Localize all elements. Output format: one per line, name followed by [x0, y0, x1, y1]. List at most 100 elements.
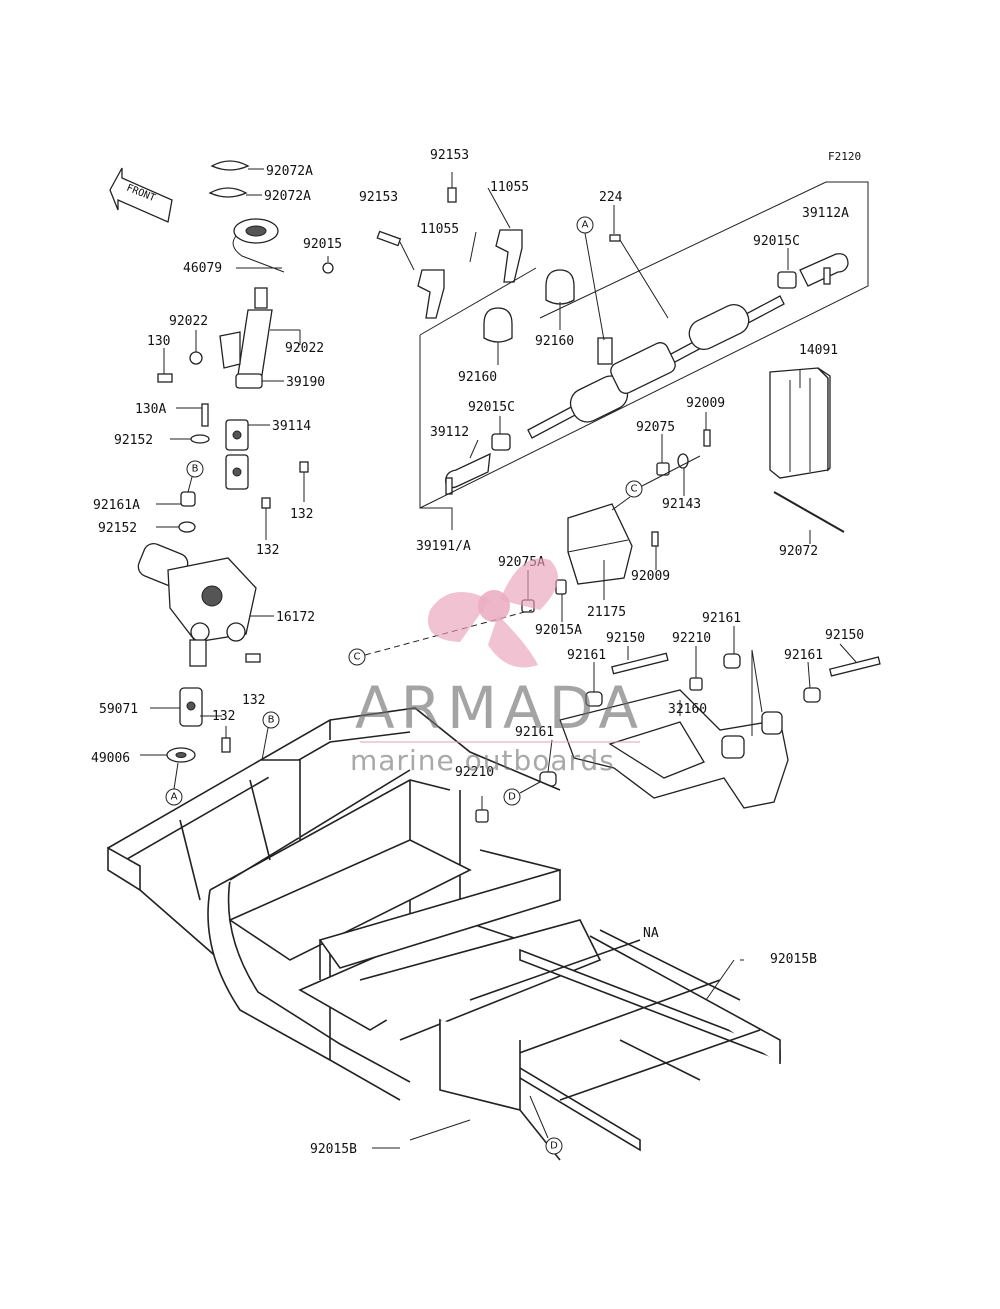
washer-icon	[178, 521, 196, 533]
part-label: 39112	[430, 425, 469, 440]
part-label: 92152	[114, 433, 153, 448]
watermark-tagline: marine outboards	[350, 744, 615, 777]
front-arrow-icon: FRONT	[109, 167, 173, 223]
part-label: 92015B	[770, 952, 817, 967]
clamp-bracket-icon	[495, 229, 523, 283]
bolt-icon	[261, 497, 271, 509]
bolt-icon	[299, 461, 309, 473]
part-label: 32160	[668, 702, 707, 717]
part-label: 11055	[490, 180, 529, 195]
part-label: 92161	[784, 648, 823, 663]
rubber-mount-icon	[545, 269, 575, 305]
part-label: 132	[242, 693, 265, 708]
part-label: 92161	[567, 648, 606, 663]
part-label: 92009	[686, 396, 725, 411]
part-label: 92015C	[468, 400, 515, 415]
part-label: 130A	[135, 402, 166, 417]
bushing-icon	[777, 271, 797, 289]
part-label: 92009	[631, 569, 670, 584]
shaft-top-icon	[254, 287, 268, 309]
svg-text:C: C	[354, 652, 361, 663]
part-label: 92153	[359, 190, 398, 205]
bolt-icon	[609, 234, 621, 242]
ball-stud-icon	[823, 267, 831, 285]
part-label: 92161	[702, 611, 741, 626]
part-label: 92210	[455, 765, 494, 780]
part-label: 92015B	[310, 1142, 357, 1157]
washer-icon	[322, 262, 334, 274]
vehicle-frame	[107, 707, 781, 1161]
part-label: 92160	[535, 334, 574, 349]
strap-icon	[773, 491, 845, 533]
part-label: 46079	[183, 261, 222, 276]
part-label: 92022	[169, 314, 208, 329]
a-arm-32160	[475, 652, 881, 823]
part-label: 39190	[286, 375, 325, 390]
bolt-icon	[828, 656, 881, 677]
part-label: 92022	[285, 341, 324, 356]
bushing-icon	[803, 687, 821, 703]
part-label: 92075	[636, 420, 675, 435]
part-label: NA	[643, 926, 659, 941]
washer-icon	[190, 434, 210, 444]
part-label: 92150	[825, 628, 864, 643]
clamp-bracket-icon	[417, 269, 445, 319]
nut-icon	[475, 809, 489, 823]
part-label: 92015	[303, 237, 342, 252]
part-label: 39114	[272, 419, 311, 434]
column-shaft-icon	[237, 309, 273, 376]
bolt-icon	[703, 429, 711, 447]
bushing-icon	[723, 653, 741, 669]
part-label: 49006	[91, 751, 130, 766]
bolt-icon	[611, 652, 669, 675]
circlip-icon	[208, 187, 248, 198]
cable-icon	[232, 235, 285, 273]
bolt-icon	[221, 737, 231, 753]
part-label: 92152	[98, 521, 137, 536]
part-label: 132	[256, 543, 279, 558]
part-label: 59071	[99, 702, 138, 717]
bolt-icon	[376, 230, 402, 247]
part-label: 92015A	[535, 623, 582, 638]
part-label: 92015C	[753, 234, 800, 249]
rubber-mount-icon	[483, 307, 513, 343]
nut-icon	[689, 677, 703, 691]
watermark-brand: ARMADA	[355, 674, 644, 742]
part-labels: 92072A 92072A 46079 92015 92022 92022 13…	[91, 148, 864, 1157]
part-label: 132	[290, 507, 313, 522]
rack-housing-icon	[610, 342, 676, 394]
ref-marker-d-bottom: D	[529, 1095, 563, 1155]
svg-text:A: A	[582, 220, 589, 231]
part-label: 16172	[276, 610, 315, 625]
ref-marker-d-top: D	[503, 781, 541, 806]
part-label: 92150	[606, 631, 645, 646]
circlip-icon	[210, 160, 250, 171]
part-label: 92072A	[266, 164, 313, 179]
part-label: 92160	[458, 370, 497, 385]
figure-code: F2120	[828, 150, 861, 163]
svg-text:D: D	[550, 1141, 558, 1152]
rack-boot-icon	[688, 303, 750, 351]
bushing-icon	[491, 433, 511, 451]
svg-text:C: C	[631, 484, 638, 495]
ref-marker-a-bottom: A	[165, 762, 183, 806]
part-label: 130	[147, 334, 170, 349]
ref-marker-a-top: A	[576, 216, 605, 341]
steering-column-assembly	[137, 160, 334, 763]
washer-icon	[677, 453, 689, 469]
steering-rack-assembly	[376, 181, 869, 530]
bolt-icon	[651, 531, 659, 547]
cover-14091	[769, 367, 831, 479]
part-label: 92161	[515, 725, 554, 740]
part-label: 224	[599, 190, 623, 205]
part-label: 92072	[779, 544, 818, 559]
part-label: 39191/A	[416, 539, 471, 554]
bushing-icon	[180, 491, 196, 507]
part-label: 21175	[587, 605, 626, 620]
ball-stud-icon	[445, 477, 453, 495]
part-label: 92210	[672, 631, 711, 646]
part-label: 11055	[420, 222, 459, 237]
svg-text:A: A	[171, 792, 178, 803]
part-label: 14091	[799, 343, 838, 358]
